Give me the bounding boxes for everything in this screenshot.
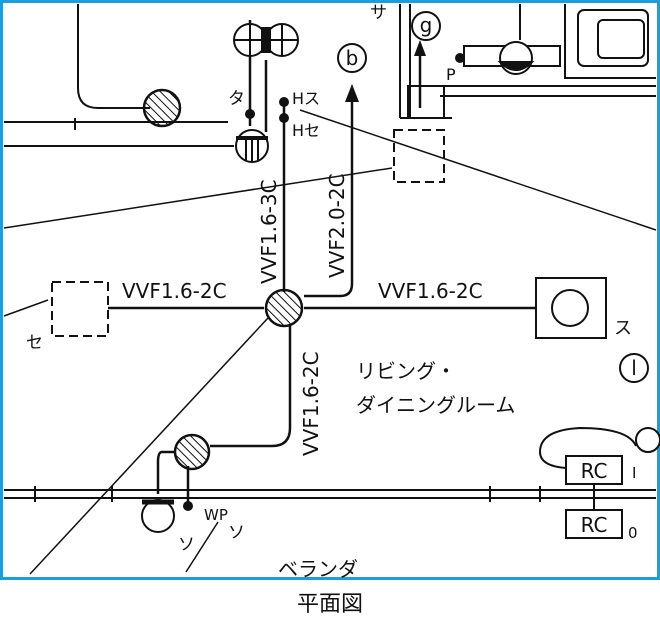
symbol-g-circle: [411, 11, 441, 41]
floor-plan-diagram: b g l RC RC タ Hス Hセ サ P セ ス WP ソ ソ I 0 V…: [0, 0, 660, 580]
cable-left-horizontal: VVF1.6-2C: [122, 279, 227, 303]
label-o-mark: 0: [628, 524, 638, 542]
arrowhead-g: [414, 40, 426, 56]
cable-vertical-upper-right: VVF2.0-2C: [325, 173, 349, 278]
pull-light: [235, 129, 269, 163]
rc-sensor: [635, 427, 660, 453]
diagram-border: [0, 0, 660, 580]
junction-box-top: [142, 88, 182, 128]
arrowhead-b: [345, 84, 359, 102]
cable-vertical-upper-left: VVF1.6-3C: [257, 179, 281, 284]
symbol-b-circle: [337, 43, 367, 73]
fixture-box: [407, 85, 445, 119]
label-i-mark: I: [632, 464, 636, 482]
room-label-line1: リビング・: [356, 359, 456, 383]
double-light-fixture: [233, 23, 299, 57]
outlet-circle: [551, 289, 589, 327]
symbol-g-label: g: [420, 13, 433, 37]
cable-right-horizontal: VVF1.6-2C: [378, 279, 483, 303]
label-h-su: Hス: [292, 89, 320, 108]
label-sa: サ: [370, 3, 387, 23]
switch-dots: [183, 53, 465, 511]
pendant-light-top: [497, 41, 535, 75]
cable-vertical-lower: VVF1.6-2C: [299, 351, 323, 456]
label-h-se: Hセ: [292, 121, 320, 140]
sink-basin: [597, 19, 645, 59]
figure-caption: 平面図: [296, 592, 363, 617]
dashed-box-top: [393, 129, 445, 183]
junction-box-main: [264, 288, 304, 328]
veranda-label: ベランダ: [278, 557, 358, 580]
label-ta: タ: [228, 89, 245, 109]
junction-box-bottom: [173, 433, 211, 471]
room-label-line2: ダイニングルーム: [356, 393, 515, 417]
label-so-1: ソ: [228, 523, 245, 543]
dashed-box-left: [51, 281, 109, 337]
rc-loop: [538, 426, 637, 469]
symbol-l-label: l: [631, 356, 637, 380]
rc-top-label: RC: [581, 459, 608, 483]
sink-fixture: [577, 9, 649, 67]
symbol-l-circle: [619, 353, 649, 383]
wall-ticks: [34, 118, 541, 502]
label-se: セ: [26, 333, 43, 353]
rc-box-bottom: [565, 509, 623, 539]
symbol-b-label: b: [346, 46, 359, 70]
label-wp: WP: [204, 506, 228, 524]
rc-box-top: [565, 455, 623, 485]
outlet-box: [535, 277, 607, 339]
label-su: ス: [614, 318, 632, 339]
leader-lines: [3, 109, 657, 575]
label-so-2: ソ: [178, 535, 195, 555]
rc-bottom-label: RC: [581, 513, 608, 537]
label-p: P: [446, 65, 456, 84]
pendant-light-bottom: [141, 499, 175, 533]
wiring: [108, 20, 536, 506]
